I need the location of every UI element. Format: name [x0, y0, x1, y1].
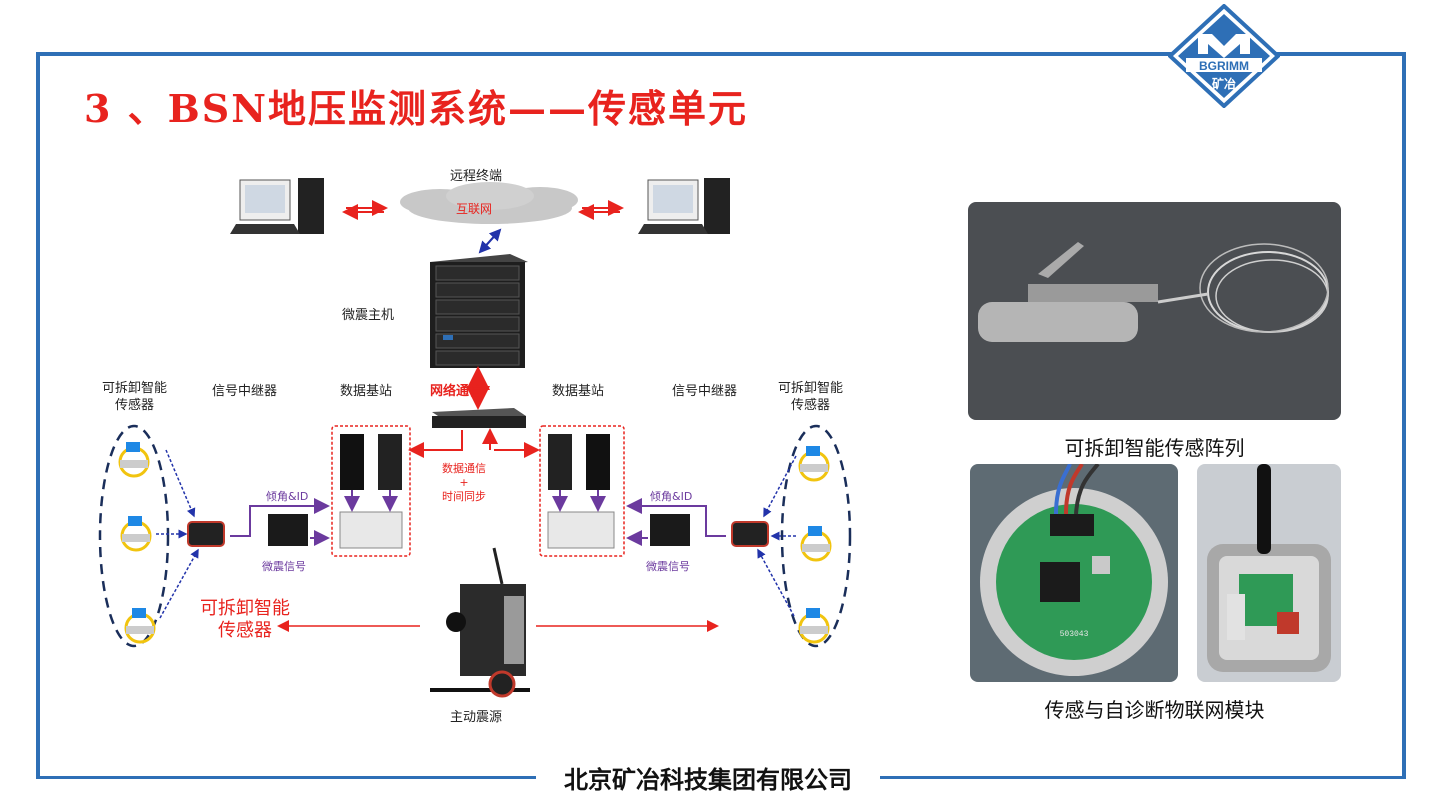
frame-left-border: [36, 52, 40, 778]
system-diagram: 远程终端 互联网 微震主机 网络通信 数据基站 数据基站 信号中继器 信号中继器…: [90, 150, 890, 730]
base-station-right: [539, 425, 625, 557]
label-sensor-right: 可拆卸智能 传感器: [778, 381, 844, 413]
host-cabinet: [430, 254, 528, 368]
label-main-host: 微震主机: [342, 308, 395, 323]
label-microseismic-left: 微震信号: [262, 560, 306, 573]
label-data-comm-sync: 数据通信 + 时间同步: [442, 462, 486, 503]
frame-bottom-border-right: [880, 776, 1406, 779]
sensor-group-left: [118, 442, 156, 644]
caption-iot-module: 传感与自诊断物联网模块: [1044, 698, 1265, 722]
photo-circuit-board: 503043: [970, 464, 1178, 682]
label-signal-repeater-left: 信号中继器: [212, 384, 278, 399]
footer-company-name: 北京矿冶科技集团有限公司: [564, 766, 852, 794]
board-marking: 503043: [1060, 630, 1089, 639]
label-red-sensor: 可拆卸智能 传感器: [200, 598, 290, 641]
photo-sensor-array: [968, 202, 1341, 420]
logo-subtext: 矿冶: [1212, 76, 1236, 91]
label-sensor-left: 可拆卸智能 传感器: [102, 381, 168, 413]
label-internet: 互联网: [456, 202, 493, 216]
internet-cloud: [400, 182, 578, 224]
active-source-cart: [430, 547, 530, 698]
frame-right-border: [1402, 52, 1406, 778]
signal-repeater-left: [187, 514, 308, 547]
caption-sensor-array: 可拆卸智能传感阵列: [1064, 436, 1245, 460]
logo-text: BGRIMM: [1199, 59, 1249, 73]
signal-repeater-right: [650, 514, 769, 547]
network-switch: [432, 408, 526, 428]
bgrimm-logo: BGRIMM 矿冶: [1167, 3, 1281, 109]
label-tilt-id-left: 倾角&ID: [266, 490, 309, 503]
remote-pc-right: [638, 178, 730, 234]
label-active-source: 主动震源: [450, 710, 503, 725]
sensor-group-right: [798, 446, 832, 644]
photo-iot-module: [1197, 464, 1341, 682]
remote-pc-left: [230, 178, 324, 234]
label-remote-terminal: 远程终端: [450, 169, 503, 184]
base-station-left: [331, 425, 411, 557]
label-signal-repeater-right: 信号中继器: [672, 384, 738, 399]
label-network-comm: 网络通信: [430, 384, 483, 399]
frame-top-border: [36, 52, 1406, 56]
label-tilt-id-right: 倾角&ID: [650, 490, 693, 503]
slide-title: 3 、BSN地压监测系统——传感单元: [84, 86, 748, 131]
frame-bottom-border-left: [36, 776, 536, 779]
label-microseismic-right: 微震信号: [646, 560, 690, 573]
label-data-base-station-right: 数据基站: [552, 384, 605, 399]
label-data-base-station-left: 数据基站: [340, 384, 393, 399]
